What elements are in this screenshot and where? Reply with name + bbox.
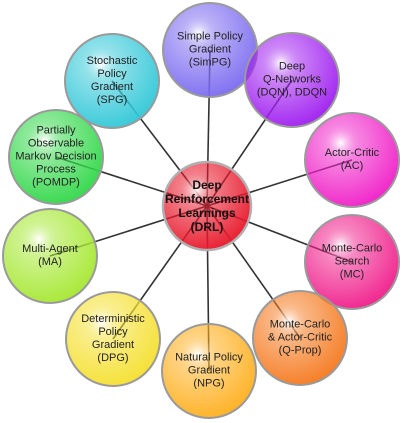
- node-circle-dpg: [65, 291, 161, 387]
- node-label-qprop: Monte-Carlo & Actor-Critic (Q-Prop): [267, 318, 333, 357]
- node-label-pomdp: Partially Observable Markov Decision Pro…: [15, 124, 97, 189]
- node-label-ma: Multi-Agent (MA): [22, 243, 78, 268]
- center-label: Deep Reinforcement Learnings (DRL): [164, 178, 250, 234]
- center-circle: [161, 160, 253, 252]
- node-label-dqn: Deep Q-Networks (DQN), DDQN: [256, 60, 328, 99]
- node-circle-ma: [2, 208, 98, 304]
- node-circle-qprop: [252, 290, 348, 386]
- node-circle-spg: [64, 33, 160, 129]
- node-circles: [2, 2, 400, 419]
- node-circle-dqn: [244, 32, 340, 128]
- node-label-spg: Stochastic Policy Gradient (SPG): [86, 55, 138, 106]
- node-label-npg: Natural Policy Gradient (NPG): [175, 351, 243, 390]
- node-label-ac: Actor-Critic (AC): [324, 147, 380, 172]
- node-circle-mc: [304, 214, 400, 310]
- node-label-mc: Monte-Carlo Search (MC): [321, 242, 383, 281]
- node-label-simpg: Simple Policy Gradient (SimPG): [176, 30, 244, 69]
- node-circle-ac: [304, 112, 400, 208]
- node-circle-pomdp: [8, 109, 104, 205]
- node-label-dpg: Deterministic Policy Gradient (DPG): [81, 313, 145, 364]
- node-circle-npg: [161, 323, 257, 419]
